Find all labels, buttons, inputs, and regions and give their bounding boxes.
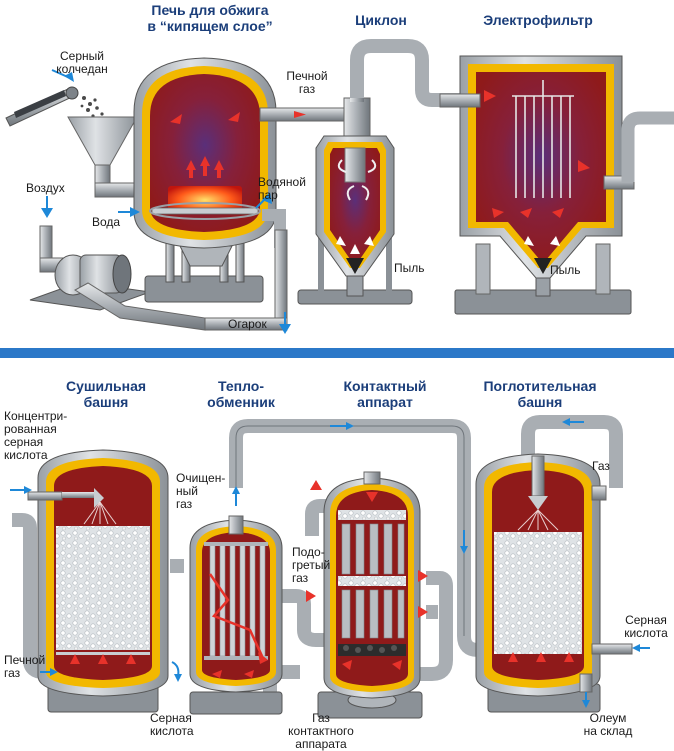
electrofilter-title: Электрофильтр	[483, 12, 593, 28]
roasting-furnace	[133, 57, 355, 331]
roasting-drawing	[5, 39, 674, 334]
oleum-label: Олеум на склад	[583, 711, 633, 738]
pyrite-label: Серный колчедан	[56, 49, 108, 76]
drying-title: Сушильная башня	[65, 378, 147, 410]
electrostatic-filter	[439, 55, 674, 315]
absorption-tower	[475, 453, 633, 713]
roasting-panel: Печь для обжига в “кипящем слое” Циклон …	[0, 0, 674, 345]
pyrite-conveyor	[5, 86, 104, 127]
conc-acid-label: Концентри- рованная серная кислота	[4, 409, 68, 462]
cyclone-title: Циклон	[355, 12, 407, 28]
cyclone-separator	[297, 39, 470, 305]
water-label: Вода	[92, 215, 121, 229]
dust-filter-label: Пыль	[550, 263, 581, 277]
heat-exchanger	[189, 515, 283, 715]
panel-divider	[0, 348, 674, 358]
exchanger-title: Тепло- обменник	[207, 378, 275, 410]
sulfuric-acid-panel: Сушильная башня Тепло- обменник Контактн…	[0, 360, 674, 751]
input-arrows	[41, 69, 291, 334]
absorption-title: Поглотительная башня	[483, 378, 597, 410]
gas-label: Газ	[592, 459, 610, 473]
air-label: Воздух	[26, 181, 65, 195]
furnace-title: Печь для обжига в “кипящем слое”	[147, 2, 273, 34]
air-blower	[29, 225, 206, 331]
steam-label: Водяной пар	[258, 175, 306, 202]
contact-title: Контактный аппарат	[343, 378, 427, 410]
dust-cyclone-label: Пыль	[394, 261, 425, 275]
contact-apparatus	[306, 471, 428, 719]
cinder-label: Огарок	[228, 317, 267, 331]
acid-in-label: Серная кислота	[624, 613, 668, 640]
purified-gas-label: Очищен- ный газ	[176, 471, 226, 511]
sulfuric-acid-label: Серная кислота	[150, 711, 194, 738]
acid-drawing	[10, 415, 650, 719]
furnace-gas-label-bottom: Печной газ	[4, 653, 46, 680]
drying-tower	[27, 449, 169, 713]
flow-arrows	[10, 418, 650, 708]
furnace-gas-label: Печной газ	[286, 69, 328, 96]
heated-gas-label: Подо- гретый газ	[292, 545, 331, 585]
contact-gas-label: Газ контактного аппарата	[288, 711, 354, 751]
